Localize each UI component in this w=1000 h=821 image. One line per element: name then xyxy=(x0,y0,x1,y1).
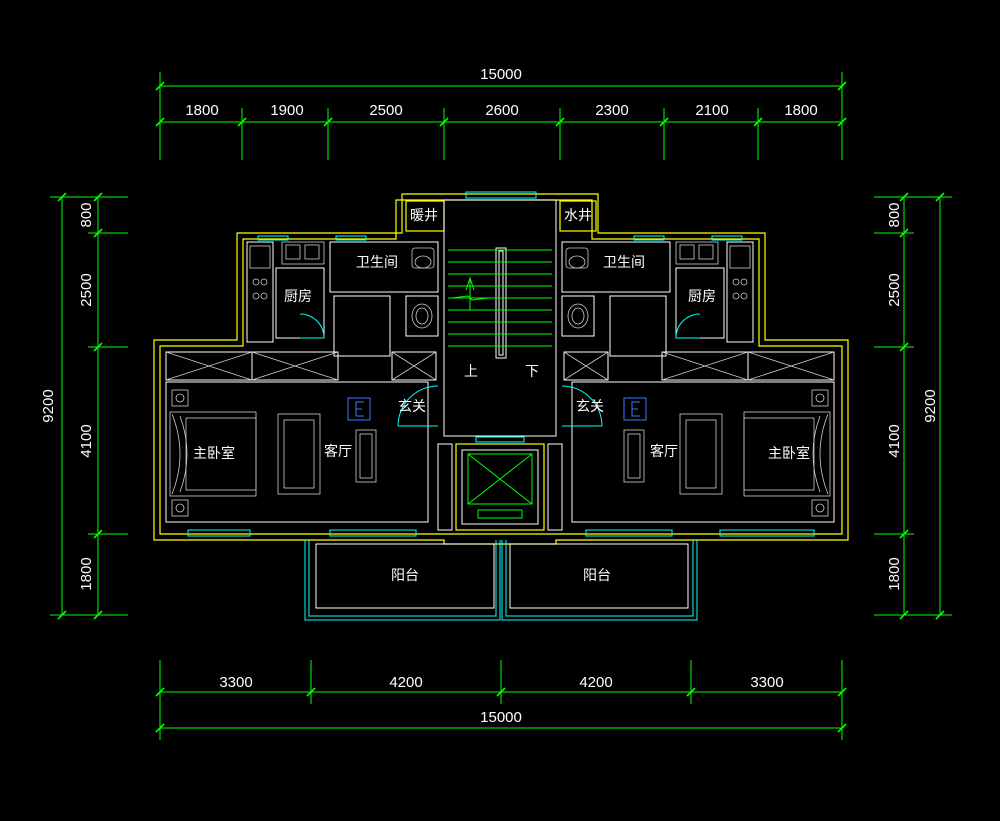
left-seg-label: 1800 xyxy=(78,557,95,590)
bottom-seg-label: 3300 xyxy=(750,674,783,691)
kitchen-left-label: 厨房 xyxy=(284,289,312,305)
top-total-label: 15000 xyxy=(480,66,522,83)
left-total-label: 9200 xyxy=(40,389,57,422)
left-seg-label: 4100 xyxy=(78,424,95,457)
top-seg-label: 2600 xyxy=(485,102,518,119)
top-seg-label: 2100 xyxy=(695,102,728,119)
stair-down-label: 下 xyxy=(525,364,539,380)
master-bedroom-left-label: 主卧室 xyxy=(193,445,235,462)
left-dimensions: 9200 800 2500 4100 1800 xyxy=(40,192,128,620)
top-seg-label: 2500 xyxy=(369,102,402,119)
top-seg-label: 1900 xyxy=(270,102,303,119)
living-left-label: 客厅 xyxy=(324,443,352,460)
right-seg-label: 2500 xyxy=(886,273,903,306)
top-seg-label: 1800 xyxy=(784,102,817,119)
living-right-label: 客厅 xyxy=(650,443,678,460)
balcony-right-label: 阳台 xyxy=(583,568,611,584)
electric-panel-icon xyxy=(347,397,371,421)
top-dimensions: 15000 1800 1900 2500 2600 2300 2100 1800 xyxy=(155,66,847,160)
right-seg-label: 800 xyxy=(886,202,903,227)
foyer-left-label: 玄关 xyxy=(398,398,426,415)
kitchen-right-label: 厨房 xyxy=(688,289,716,305)
stair-window xyxy=(465,191,537,199)
right-seg-label: 4100 xyxy=(886,424,903,457)
right-total-label: 9200 xyxy=(922,389,939,422)
elevator xyxy=(437,443,563,531)
staircase: 上 下 xyxy=(443,199,557,443)
left-seg-label: 2500 xyxy=(78,273,95,306)
bottom-total-label: 15000 xyxy=(480,709,522,726)
stair-up-label: 上 xyxy=(464,364,478,380)
master-bedroom-right-label: 主卧室 xyxy=(768,445,810,462)
electric-panel-icon xyxy=(623,397,647,421)
top-seg-label: 2300 xyxy=(595,102,628,119)
balconies: 阳台 阳台 xyxy=(304,540,698,621)
heating-shaft-label: 暖井 xyxy=(410,208,438,224)
bottom-dimensions: 3300 4200 4200 3300 15000 xyxy=(155,660,847,740)
bathroom-left-label: 卫生间 xyxy=(356,255,398,271)
water-shaft-label: 水井 xyxy=(564,208,592,224)
bottom-seg-label: 3300 xyxy=(219,674,252,691)
bottom-seg-label: 4200 xyxy=(579,674,612,691)
bathroom-right-label: 卫生间 xyxy=(603,255,645,271)
top-seg-label: 1800 xyxy=(185,102,218,119)
bottom-seg-label: 4200 xyxy=(389,674,422,691)
foyer-right-label: 玄关 xyxy=(576,398,604,415)
right-unit: 厨房 卫生间 主卧室 客厅 xyxy=(561,235,835,537)
left-seg-label: 800 xyxy=(78,202,95,227)
right-dimensions: 800 2500 4100 1800 9200 xyxy=(874,192,952,620)
left-unit: 厨房 卫生间 主卧室 客厅 xyxy=(165,235,439,537)
shafts: 暖井 水井 xyxy=(405,200,597,232)
balcony-left-label: 阳台 xyxy=(391,568,419,584)
right-seg-label: 1800 xyxy=(886,557,903,590)
